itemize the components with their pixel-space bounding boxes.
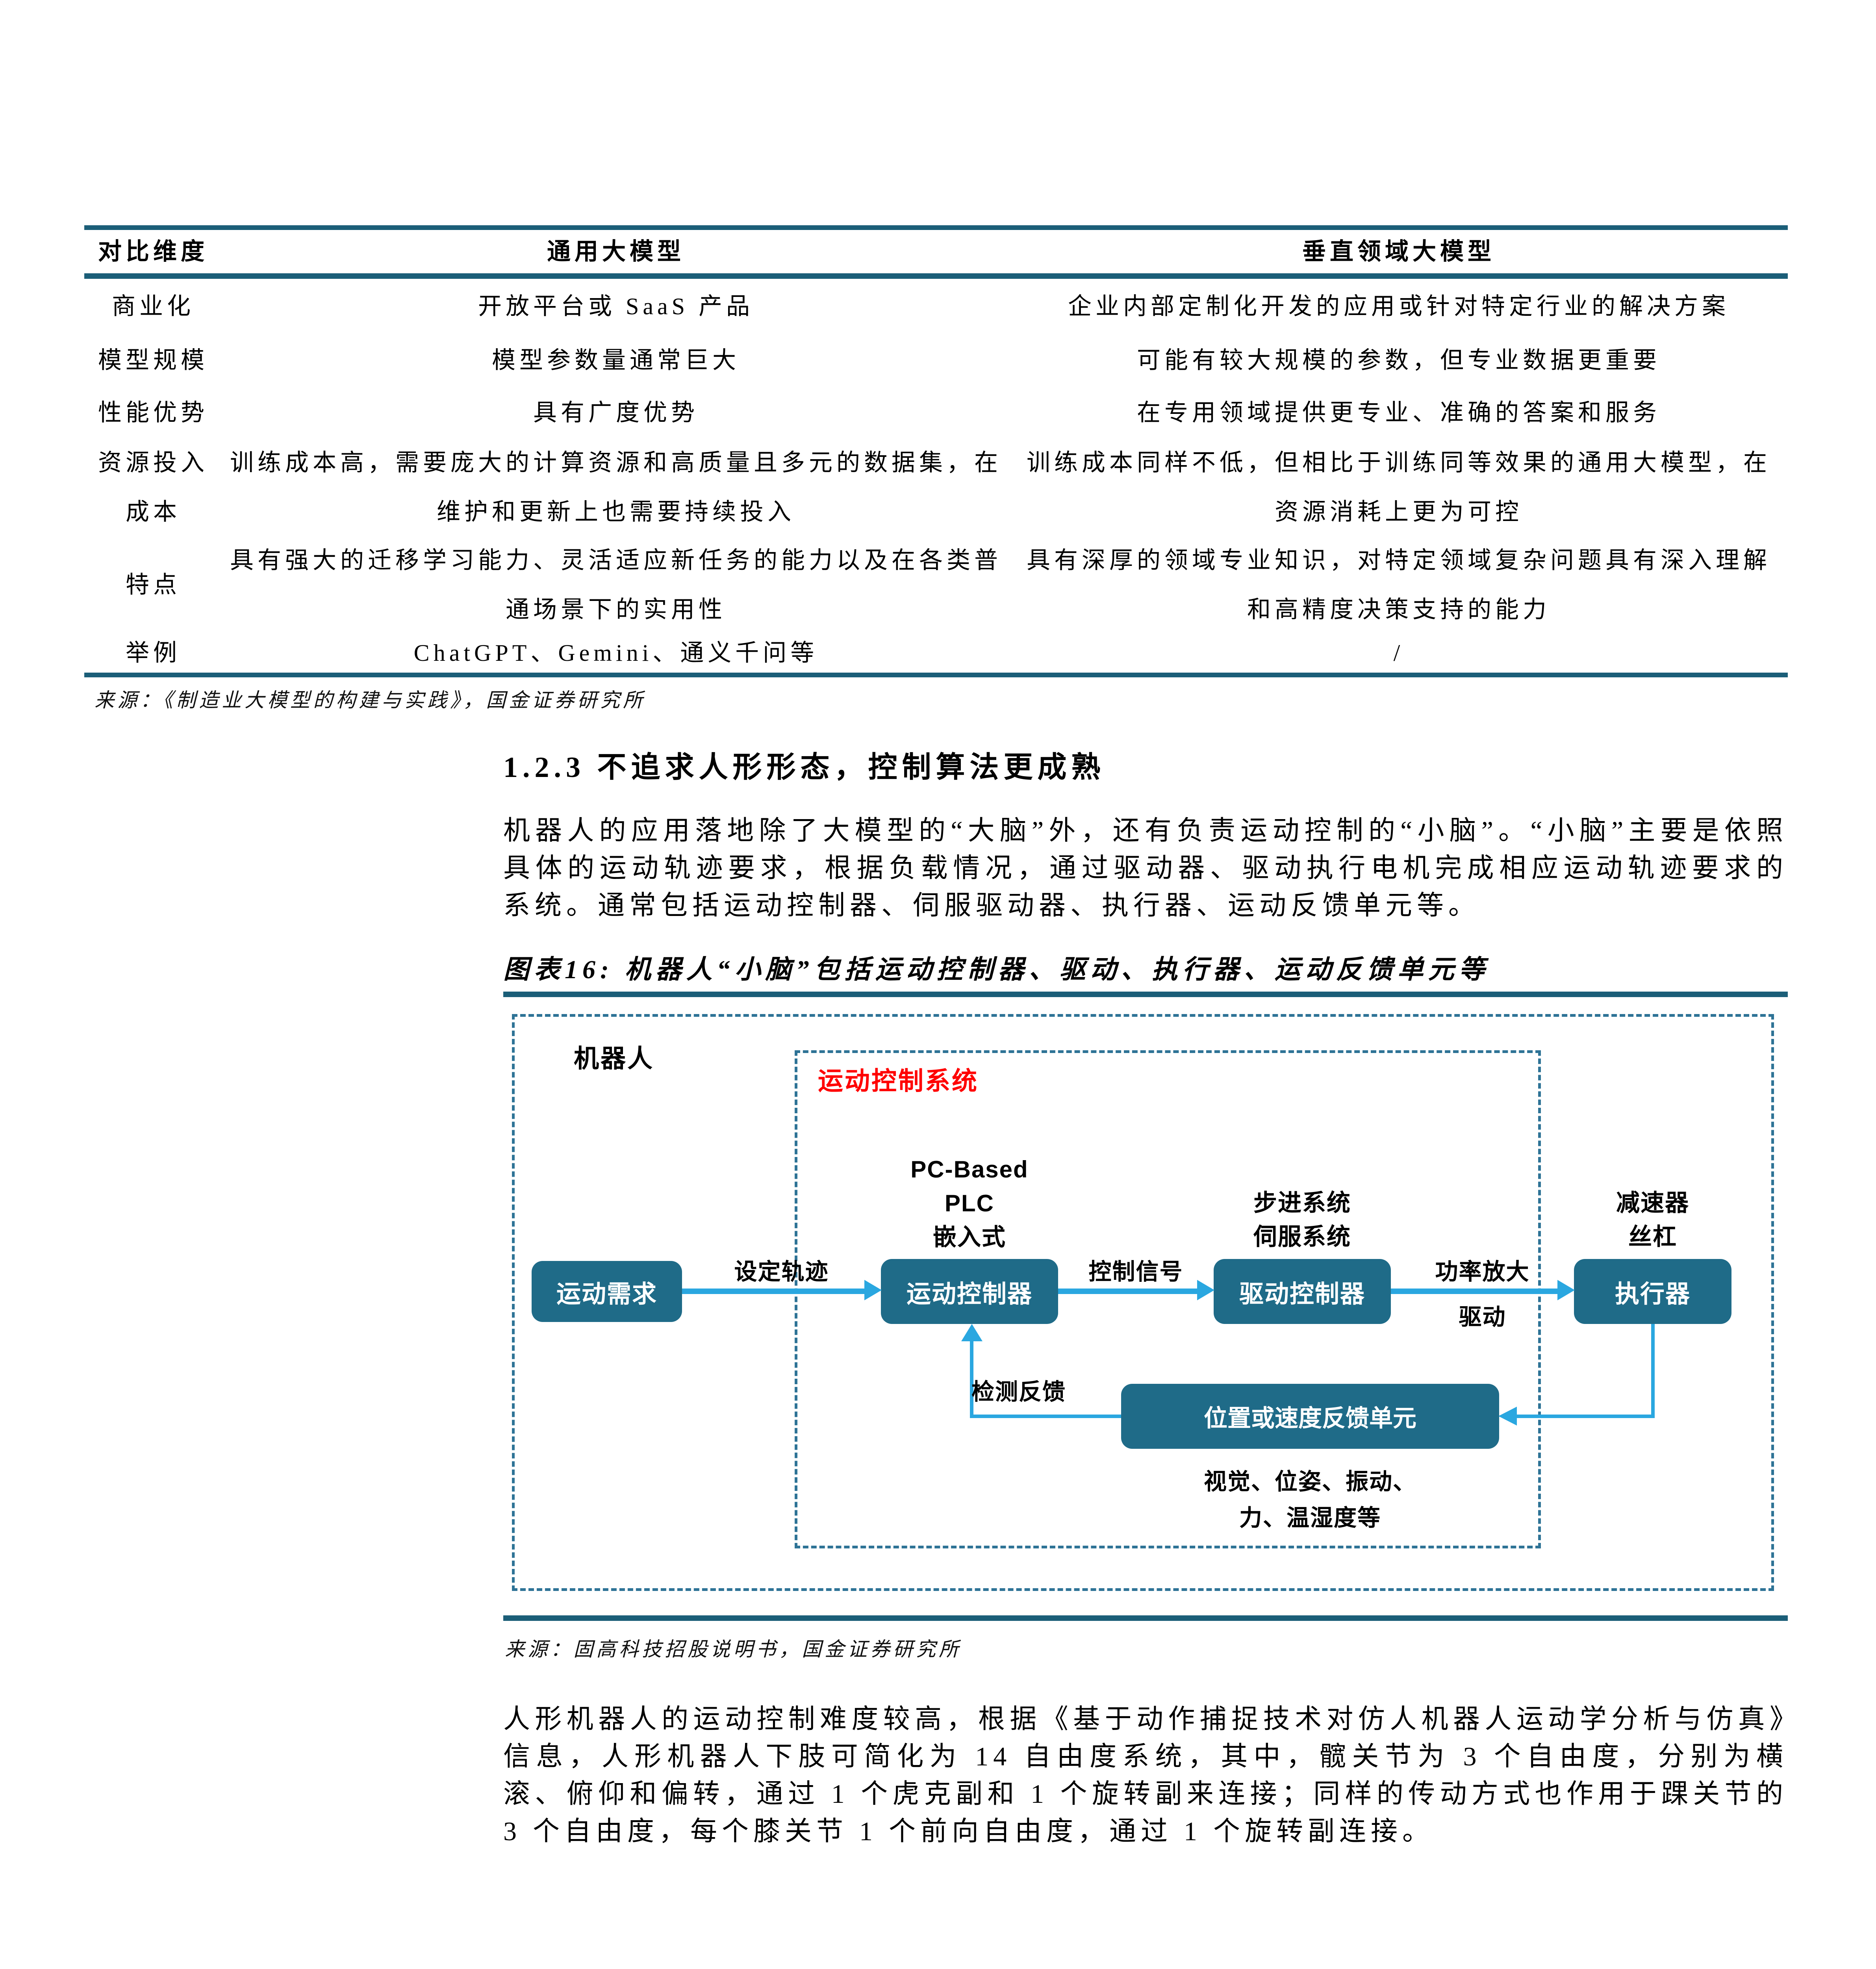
table-source-note: 来源：《制造业大模型的构建与实践》，国金证券研究所 [95,689,646,711]
table-cell: 商业化 [112,293,195,319]
feedback-line-right [1517,1415,1655,1418]
table-cell: 特点 [126,572,181,598]
arrow-right-icon [1557,1280,1575,1300]
motion-control-diagram: 机器人 运动控制系统 PC-Based PLC 嵌入式 步进系统 伺服系统 减速… [512,1014,1774,1591]
drive-type-note: 步进系统 伺服系统 [1253,1190,1351,1250]
arrow-left-icon [1498,1407,1517,1426]
table-cell: 训练成本高，需要庞大的计算资源和高质量且多元的数据集，在 维护和更新上也需要持续… [230,450,1002,525]
paragraph-cerebellum-intro: 机器人的应用落地除了大模型的“大脑”外，还有负责运动控制的“小脑”。“小脑”主要… [503,816,1788,920]
flow-arrow-line [682,1289,865,1294]
table-row: 资源投入 成本 训练成本高，需要庞大的计算资源和高质量且多元的数据集，在 维护和… [84,438,1788,537]
node-drive-controller: 驱动控制器 [1214,1259,1391,1324]
table-row: 举例 ChatGPT、Gemini、通义千问等 / [84,633,1788,673]
table-header-row: 对比维度 通用大模型 垂直领域大模型 [84,230,1788,279]
edge-label-power-amplify: 功率放大 [1435,1259,1530,1285]
table-cell: 模型参数量通常巨大 [492,347,740,373]
node-motion-demand: 运动需求 [532,1261,682,1322]
table-row: 特点 具有强大的迁移学习能力、灵活适应新任务的能力以及在各类普 通场景下的实用性… [84,537,1788,633]
arrow-right-icon [1197,1280,1214,1300]
node-motion-controller: 运动控制器 [881,1259,1058,1324]
table-cell: ChatGPT、Gemini、通义千问等 [413,640,818,666]
table-cell: 具有广度优势 [533,399,699,426]
table-row: 性能优势 具有广度优势 在专用领域提供更专业、准确的答案和服务 [84,387,1788,438]
edge-label-control-signal: 控制信号 [1088,1259,1183,1285]
actuator-type-note: 减速器 丝杠 [1616,1190,1689,1250]
feedback-line-up [970,1340,973,1416]
arrow-up-icon [961,1324,982,1341]
flow-arrow-line [1391,1289,1558,1294]
table-cell: 举例 [126,640,181,666]
motion-control-system-box [795,1050,1541,1548]
arrow-right-icon [864,1280,882,1300]
table-cell: 训练成本同样不低，但相比于训练同等效果的通用大模型，在 资源消耗上更为可控 [1027,450,1771,525]
edge-label-set-trajectory: 设定轨迹 [734,1259,829,1285]
section-heading: 1.2.3 不追求人形形态，控制算法更成熟 [503,751,1105,784]
figure-source-note: 来源：固高科技招股说明书，国金证券研究所 [505,1638,962,1660]
comparison-table: 对比维度 通用大模型 垂直领域大模型 商业化 开放平台或 SaaS 产品 企业内… [84,225,1788,677]
edge-label-drive: 驱动 [1459,1304,1506,1330]
paragraph-humanoid-dof: 人形机器人的运动控制难度较高，根据《基于动作捕捉技术对仿人机器人运动学分析与仿真… [503,1704,1788,1846]
node-actuator: 执行器 [1574,1259,1731,1324]
table-cell: 开放平台或 SaaS 产品 [478,293,754,319]
table-cell: 具有深厚的领域专业知识，对特定领域复杂问题具有深入理解 和高精度决策支持的能力 [1027,547,1771,623]
table-cell: / [1393,640,1404,666]
table-row: 商业化 开放平台或 SaaS 产品 企业内部定制化开发的应用或针对特定行业的解决… [84,279,1788,334]
figure-bottom-rule [503,1615,1788,1621]
controller-type-note: PC-Based PLC 嵌入式 [910,1156,1029,1250]
figure-top-rule [503,992,1788,997]
table-cell: 在专用领域提供更专业、准确的答案和服务 [1137,399,1661,426]
feedback-line-down [1651,1324,1655,1418]
table-row: 模型规模 模型参数量通常巨大 可能有较大规模的参数，但专业数据更重要 [84,334,1788,387]
robot-label: 机器人 [574,1044,654,1073]
sensor-types-note: 视觉、位姿、振动、 力、温湿度等 [1203,1469,1416,1531]
feedback-line-left [970,1415,1121,1418]
figure-caption: 图表16: 机器人“小脑”包括运动控制器、驱动、执行器、运动反馈单元等 [503,955,1490,984]
table-header-dimension: 对比维度 [98,238,208,265]
table-header-vertical-model: 垂直领域大模型 [1302,238,1495,265]
table-cell: 企业内部定制化开发的应用或针对特定行业的解决方案 [1068,293,1730,319]
table-cell: 具有强大的迁移学习能力、灵活适应新任务的能力以及在各类普 通场景下的实用性 [230,547,1002,623]
table-header-general-model: 通用大模型 [547,238,685,265]
table-cell: 资源投入 成本 [98,450,208,525]
table-cell: 性能优势 [98,399,208,426]
edge-label-detect-feedback: 检测反馈 [971,1379,1066,1405]
table-cell: 模型规模 [98,347,208,373]
table-cell: 可能有较大规模的参数，但专业数据更重要 [1137,347,1661,373]
node-feedback-unit: 位置或速度反馈单元 [1121,1384,1499,1449]
motion-control-system-label: 运动控制系统 [818,1067,979,1095]
flow-arrow-line [1058,1289,1198,1294]
